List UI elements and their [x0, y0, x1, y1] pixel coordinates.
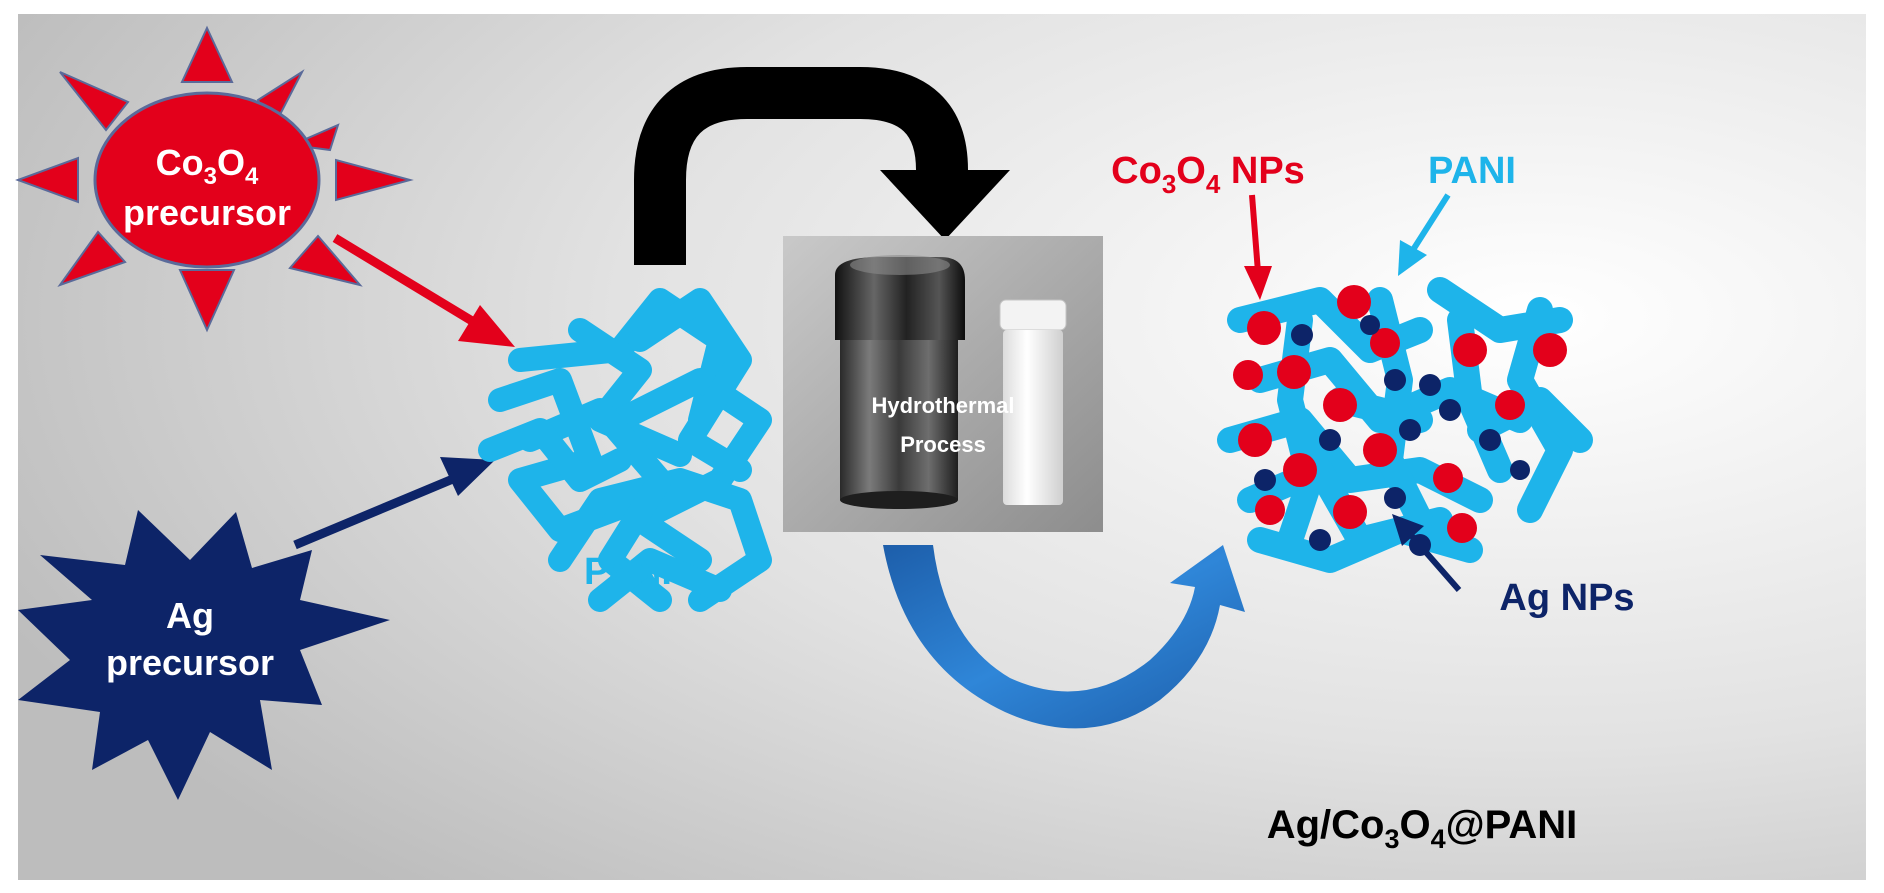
- autoclave-photo: Hydrothermal Process: [783, 236, 1103, 532]
- co3o4-particle: [1247, 311, 1281, 345]
- co3o4-particle: [1370, 328, 1400, 358]
- co3o4-particle: [1533, 333, 1567, 367]
- liner-body: [1003, 330, 1063, 505]
- ag-particle: [1384, 487, 1406, 509]
- sun-ray: [180, 25, 234, 83]
- pani-label: PANI: [584, 551, 672, 593]
- co3o4-precursor-word: precursor: [123, 192, 291, 233]
- hydrothermal-label-line1: Hydrothermal: [871, 393, 1014, 418]
- co3o4-particle: [1238, 423, 1272, 457]
- ag-particle: [1439, 399, 1461, 421]
- co3o4-particles: [1233, 285, 1567, 543]
- co3o4-particle: [1363, 433, 1397, 467]
- co3o4-precursor-formula: Co3O4: [156, 142, 259, 190]
- co3o4-particle: [1277, 355, 1311, 389]
- star-shape: [18, 510, 390, 800]
- ag-particle: [1319, 429, 1341, 451]
- co3o4-particle: [1283, 453, 1317, 487]
- ag-particle: [1254, 469, 1276, 491]
- product-pani-label: PANI: [1428, 150, 1516, 192]
- co3o4-precursor-sun: Co3O4 precursor: [15, 25, 414, 333]
- sun-ray: [59, 71, 130, 132]
- co3o4-particle: [1447, 513, 1477, 543]
- sun-ray: [178, 269, 236, 333]
- ag-particle: [1360, 315, 1380, 335]
- hydrothermal-label-line2: Process: [900, 432, 986, 457]
- co3o4-particle: [1233, 360, 1263, 390]
- co3o4-particle: [1453, 333, 1487, 367]
- sun-ray: [335, 158, 414, 202]
- ag-particle: [1419, 374, 1441, 396]
- sun-ray: [288, 234, 363, 287]
- pani-pointer-arrow: [1398, 193, 1451, 276]
- co3o4-particle: [1337, 285, 1371, 319]
- reactor-cap: [835, 257, 965, 340]
- co3o4-nps-label: Co3O4 NPs: [1111, 150, 1305, 199]
- ag-particle: [1510, 460, 1530, 480]
- ag-precursor-word: precursor: [106, 642, 274, 683]
- co3o4-particle: [1255, 495, 1285, 525]
- sun-ray: [57, 230, 127, 288]
- product-name: Ag/Co3O4@PANI: [1267, 803, 1578, 854]
- sun-core: [93, 91, 321, 269]
- co3o4-pointer-arrow: [1244, 194, 1272, 300]
- co3o4-particle: [1495, 390, 1525, 420]
- ag-particle: [1399, 419, 1421, 441]
- ag-particle: [1291, 324, 1313, 346]
- black-curved-arrow: [634, 67, 1010, 265]
- sun-ray: [15, 156, 79, 204]
- red-arrow: [332, 234, 515, 347]
- co3o4-particle: [1333, 495, 1367, 529]
- ag-precursor-symbol: Ag: [166, 595, 214, 636]
- navy-arrow: [293, 457, 495, 550]
- co3o4-particle: [1323, 388, 1357, 422]
- ag-precursor-star: Ag precursor: [18, 510, 390, 800]
- ag-nps-label: Ag NPs: [1499, 577, 1634, 619]
- ag-particle: [1384, 369, 1406, 391]
- ag-particle: [1309, 529, 1331, 551]
- liner-lid: [999, 299, 1067, 331]
- pani-tangle: [478, 288, 772, 612]
- co3o4-particle: [1433, 463, 1463, 493]
- reactor-body: [840, 340, 958, 500]
- ag-pointer-arrow: [1392, 514, 1462, 592]
- ag-particle: [1479, 429, 1501, 451]
- blue-curved-arrow: [883, 545, 1245, 729]
